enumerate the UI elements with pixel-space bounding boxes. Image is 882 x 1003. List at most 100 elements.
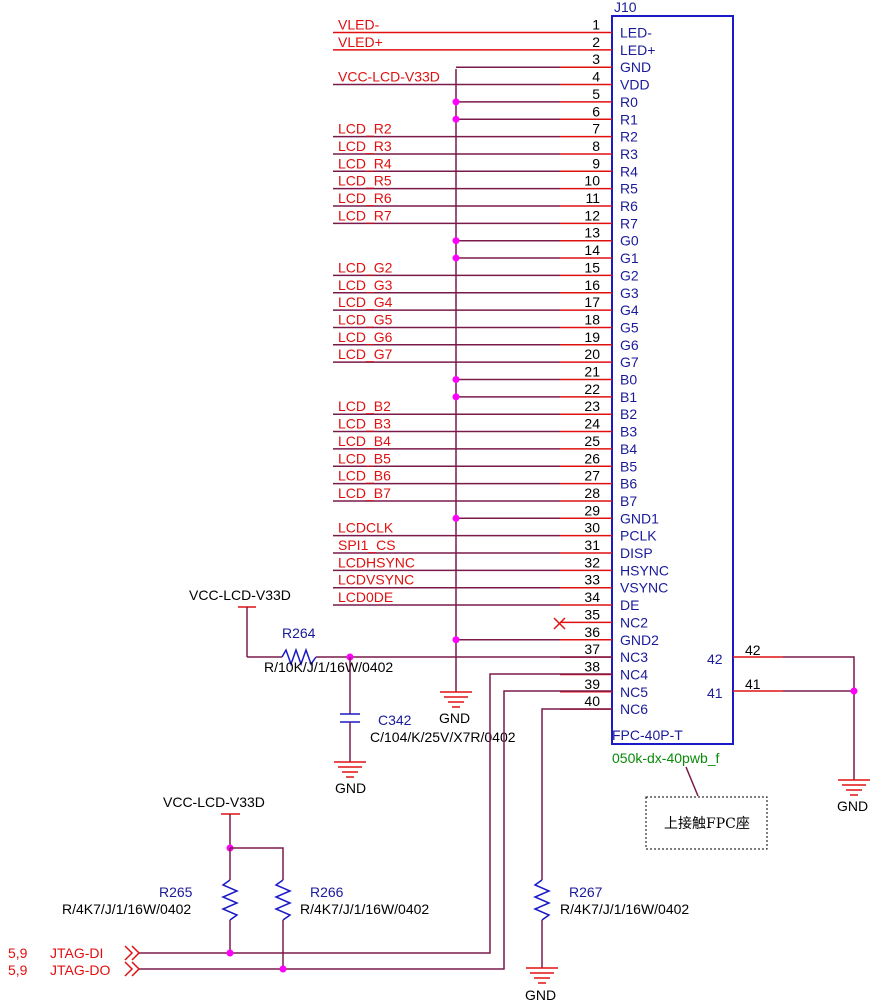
net-label-2: VLED+ xyxy=(338,34,383,50)
pin-name-8: R3 xyxy=(620,146,638,162)
net-label-18: LCD_G5 xyxy=(338,311,393,327)
pin-number-3: 3 xyxy=(592,51,600,67)
pin-number-40: 40 xyxy=(584,693,600,709)
connector-part: FPC-40P-T xyxy=(612,727,683,743)
pin-number-16: 16 xyxy=(584,277,600,293)
net-label-28: LCD_B7 xyxy=(338,485,391,501)
pin-name-37: NC3 xyxy=(620,649,648,665)
gnd-symbol-r267 xyxy=(526,967,558,984)
net-label-33: LCDVSYNC xyxy=(338,572,414,588)
pin-name-17: G4 xyxy=(620,302,639,318)
pin-number-38: 38 xyxy=(584,658,600,674)
connector-ref: J10 xyxy=(614,0,637,15)
net-label-12: LCD_R7 xyxy=(338,207,392,223)
pin-name-10: R5 xyxy=(620,181,638,197)
pin-number-18: 18 xyxy=(584,311,600,327)
net-label-24: LCD_B3 xyxy=(338,416,391,432)
pin-name-7: R2 xyxy=(620,129,638,145)
pin-number-24: 24 xyxy=(584,416,600,432)
pin-number-13: 13 xyxy=(584,225,600,241)
junction-dot-14 xyxy=(452,254,460,262)
pin-name-14: G1 xyxy=(620,250,639,266)
junction-dot-29 xyxy=(452,514,460,522)
pin-number-8: 8 xyxy=(592,138,600,154)
pin-number-15: 15 xyxy=(584,259,600,275)
port-jtag-di-name: JTAG-DI xyxy=(50,945,103,961)
pin-number-32: 32 xyxy=(584,554,600,570)
r266-ref: R266 xyxy=(310,884,344,900)
pin-number-39: 39 xyxy=(584,676,600,692)
pin-number-23: 23 xyxy=(584,398,600,414)
pin-name-39: NC5 xyxy=(620,684,648,700)
r264-ref: R264 xyxy=(282,625,316,641)
net-label-7: LCD_R2 xyxy=(338,121,392,137)
pin-number-11: 11 xyxy=(585,190,600,206)
r265-ref: R265 xyxy=(159,884,193,900)
junction-dot-5 xyxy=(452,98,460,106)
pin-number-19: 19 xyxy=(584,329,600,345)
c342-ref: C342 xyxy=(378,712,412,728)
pin-name-9: R4 xyxy=(620,163,638,179)
net-label-27: LCD_B6 xyxy=(338,468,391,484)
port-jtag-di-page: 5,9 xyxy=(8,945,28,961)
pin-number-22: 22 xyxy=(584,381,600,397)
pin-name-2: LED+ xyxy=(620,42,655,58)
pin-number-1: 1 xyxy=(592,17,600,33)
port-jtag-do xyxy=(124,961,141,977)
net-label-9: LCD_R4 xyxy=(338,155,392,171)
net-label-16: LCD_G3 xyxy=(338,277,393,293)
pin-number-25: 25 xyxy=(584,433,600,449)
pin-name-26: B5 xyxy=(620,458,637,474)
net-label-30: LCDCLK xyxy=(338,520,394,536)
pin-name-31: DISP xyxy=(620,545,653,561)
pin-name-38: NC4 xyxy=(620,666,648,682)
vcc-symbol-1 xyxy=(238,606,256,657)
vcc-symbol-2 xyxy=(221,813,240,848)
pin-name-3: GND xyxy=(620,59,651,75)
junction-dot-13 xyxy=(452,237,460,245)
pin-number-4: 4 xyxy=(592,69,600,85)
net-label-4: VCC-LCD-V33D xyxy=(338,69,440,85)
net-label-23: LCD_B2 xyxy=(338,398,391,414)
pin-name-27: B6 xyxy=(620,476,637,492)
pin-number-21: 21 xyxy=(584,364,600,380)
note-box xyxy=(645,796,768,850)
pin-name-4: VDD xyxy=(620,77,650,93)
net-label-32: LCDHSYNC xyxy=(338,554,415,570)
net-label-26: LCD_B5 xyxy=(338,450,391,466)
pin-name-23: B2 xyxy=(620,406,637,422)
pin-number-10: 10 xyxy=(584,173,600,189)
pin-name-20: G7 xyxy=(620,354,639,370)
pin-name-29: GND1 xyxy=(620,510,659,526)
net-label-15: LCD_G2 xyxy=(338,259,393,275)
net-label-8: LCD_R3 xyxy=(338,138,392,154)
vcc-label-2: VCC-LCD-V33D xyxy=(163,794,265,810)
pin-number-5: 5 xyxy=(592,86,600,102)
r267-symbol xyxy=(533,879,551,921)
shield-pin-41-outer: 41 xyxy=(745,676,761,692)
net-label-31: SPI1_CS xyxy=(338,537,396,553)
pin-name-12: R7 xyxy=(620,215,638,231)
pin-number-7: 7 xyxy=(592,121,600,137)
pin-number-20: 20 xyxy=(584,346,600,362)
vcc-label-1: VCC-LCD-V33D xyxy=(189,587,291,603)
pin-number-2: 2 xyxy=(592,34,600,50)
net-label-10: LCD_R5 xyxy=(338,173,392,189)
r265-symbol xyxy=(221,879,239,921)
net-label-20: LCD_G7 xyxy=(338,346,393,362)
gnd-label-bus: GND xyxy=(439,710,470,726)
r266-value: R/4K7/J/1/16W/0402 xyxy=(300,901,429,917)
pin-name-28: B7 xyxy=(620,493,637,509)
gnd-symbol-shield xyxy=(838,779,870,796)
pin-number-9: 9 xyxy=(592,155,600,171)
junction-dot-6 xyxy=(452,115,460,123)
pin-name-35: NC2 xyxy=(620,614,648,630)
no-connect-x xyxy=(553,617,566,630)
r267-ref: R267 xyxy=(569,884,603,900)
net-label-11: LCD_R6 xyxy=(338,190,392,206)
net-label-34: LCD0DE xyxy=(338,589,393,605)
net-label-19: LCD_G6 xyxy=(338,329,393,345)
pin-number-33: 33 xyxy=(584,572,600,588)
